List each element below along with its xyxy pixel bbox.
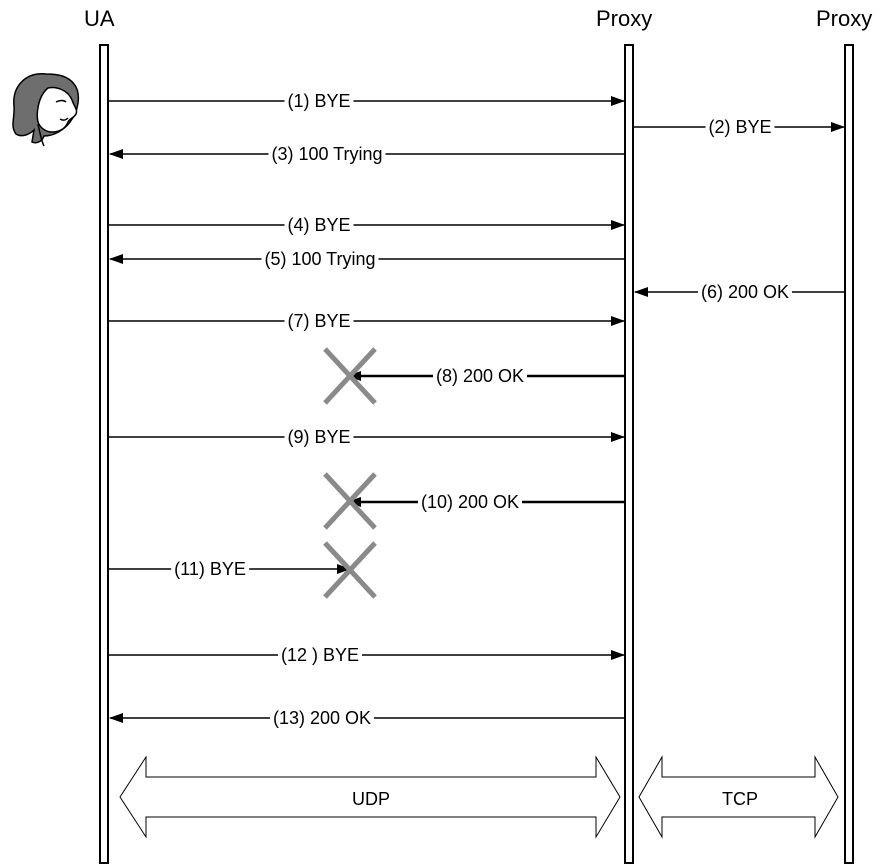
message-7-label: (7) BYE [284,312,353,330]
lifeline-proxy2 [845,45,853,863]
message-6-label: (6) 200 OK [698,283,792,301]
message-12-label: (12 ) BYE [278,646,362,664]
message-4-label: (4) BYE [284,216,353,234]
message-8-label: (8) 200 OK [433,367,527,385]
message-1-label: (1) BYE [284,92,353,110]
message-11-label: (11) BYE [171,560,249,578]
message-5-label: (5) 100 Trying [261,250,378,268]
lifeline-ua [100,45,108,863]
message-3-label: (3) 100 Trying [268,145,385,163]
woman-face-icon [13,74,78,146]
tcp-band-label: TCP [722,790,758,808]
x-mark-icon [325,543,375,597]
udp-band-label: UDP [352,790,390,808]
message-2-label: (2) BYE [705,118,774,136]
lifeline-proxy1 [625,45,633,863]
message-10-label: (10) 200 OK [418,493,522,511]
message-13-label: (13) 200 OK [270,709,374,727]
message-9-label: (9) BYE [284,428,353,446]
